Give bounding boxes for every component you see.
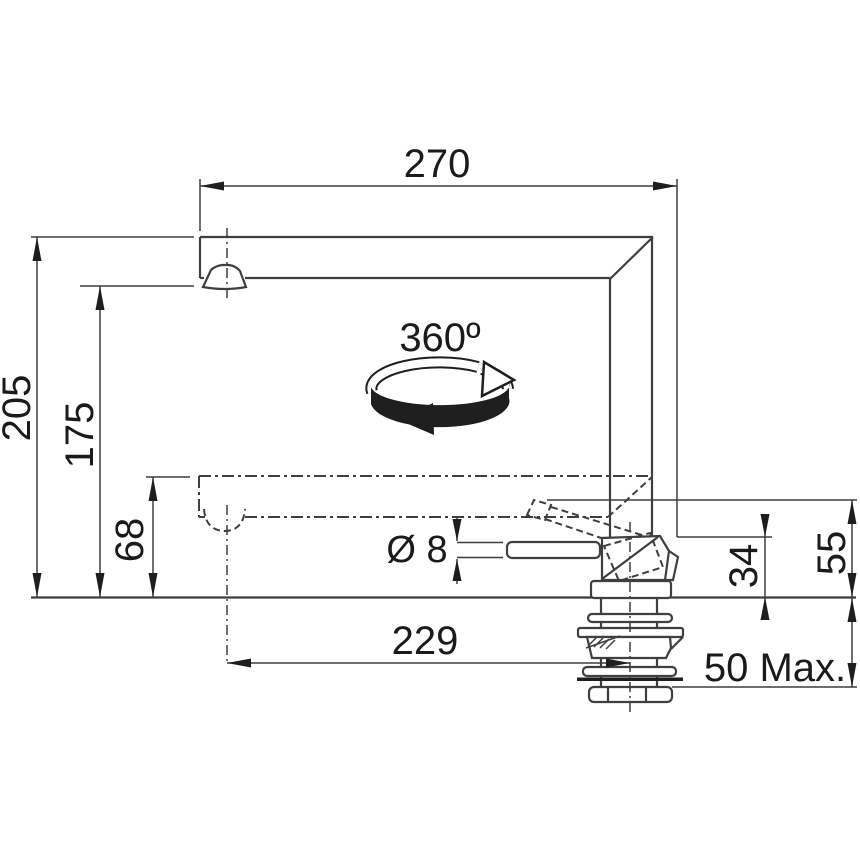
dim-55-label: 55	[810, 531, 854, 576]
dim-50max-label: 50 Max.	[704, 646, 846, 690]
phantom-handle	[525, 498, 646, 542]
seal-ring	[577, 677, 683, 681]
mounting-bracket	[576, 626, 685, 660]
dim-205-label: 205	[0, 375, 39, 442]
base-flange	[589, 579, 673, 600]
riser-column	[608, 237, 654, 539]
dim-diameter-label: Ø 8	[386, 529, 447, 571]
dimension-270: 270	[199, 142, 678, 537]
dimension-175: 175	[58, 285, 194, 597]
handle-lever	[505, 540, 602, 560]
dim-270-label: 270	[404, 142, 471, 186]
dimension-55: 55	[547, 499, 857, 597]
dimension-229: 229	[227, 619, 630, 668]
dim-175-label: 175	[58, 402, 102, 469]
dim-68-label: 68	[108, 518, 152, 563]
dimension-50-max: 50 Max.	[672, 598, 857, 690]
rotation-symbol: 360º	[365, 316, 517, 435]
spout-outline	[198, 235, 654, 291]
mounting-nut	[587, 685, 674, 704]
rotation-arrowhead-open	[480, 359, 517, 399]
dimension-205: 205	[0, 236, 194, 597]
mixer-head	[600, 531, 680, 583]
phantom-lowered-spout	[198, 475, 653, 533]
aerator-outlet	[201, 263, 248, 291]
centerlines	[226, 228, 631, 712]
dim-34-label: 34	[722, 544, 766, 589]
dimension-34: 34	[677, 514, 772, 620]
dim-229-label: 229	[392, 619, 459, 663]
phantom-aerator	[203, 508, 246, 533]
dimension-68: 68	[108, 476, 190, 597]
rotation-arrowhead-solid	[399, 403, 434, 435]
swivel-angle-label: 360º	[399, 316, 481, 360]
dimension-handle-diameter: Ø 8	[386, 516, 503, 584]
